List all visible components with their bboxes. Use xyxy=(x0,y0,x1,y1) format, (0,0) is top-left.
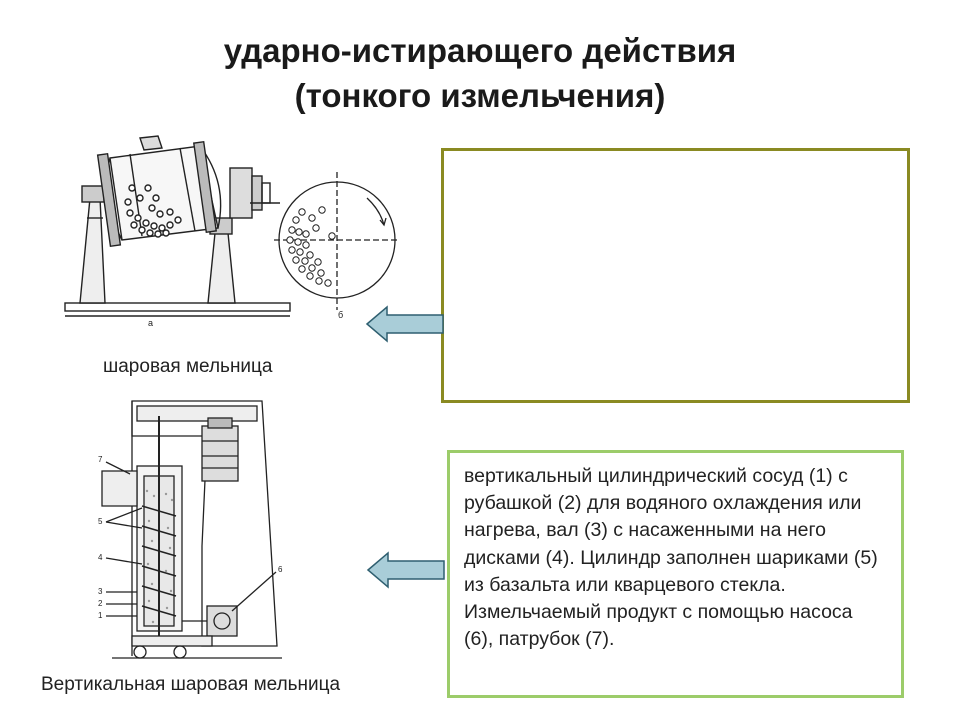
ball-mill-caption: шаровая мельница xyxy=(103,356,273,377)
vertical-mill-description-box: вертикальный цилиндрический сосуд (1) с … xyxy=(447,450,904,698)
callout-1: 1 xyxy=(98,611,103,620)
ball-mill-drawing: а xyxy=(64,135,291,328)
callout-7: 7 xyxy=(98,455,103,464)
vertical-ball-mill-drawing: 7 5 4 3 2 1 6 xyxy=(98,400,283,659)
vertical-mill-caption: Вертикальная шаровая мельница xyxy=(41,674,341,695)
empty-description-box xyxy=(441,148,910,403)
ball-mill-section-drawing: б xyxy=(274,172,400,320)
title-line-2: (тонкого измельчения) xyxy=(294,77,666,114)
ball-mill-label-b: б xyxy=(338,310,343,320)
callout-2: 2 xyxy=(98,599,103,608)
vertical-mill-description: вертикальный цилиндрический сосуд (1) с … xyxy=(464,465,878,651)
ball-mill-label-a: а xyxy=(148,318,153,328)
slide-title: ударно-истирающего действия (тонкого изм… xyxy=(0,28,960,118)
arrow-left-bottom xyxy=(366,551,445,589)
callout-4: 4 xyxy=(98,553,103,562)
arrow-left-top xyxy=(365,305,444,343)
callout-3: 3 xyxy=(98,587,103,596)
callout-6: 6 xyxy=(278,565,283,574)
callout-5: 5 xyxy=(98,517,103,526)
title-line-1: ударно-истирающего действия xyxy=(223,32,737,69)
